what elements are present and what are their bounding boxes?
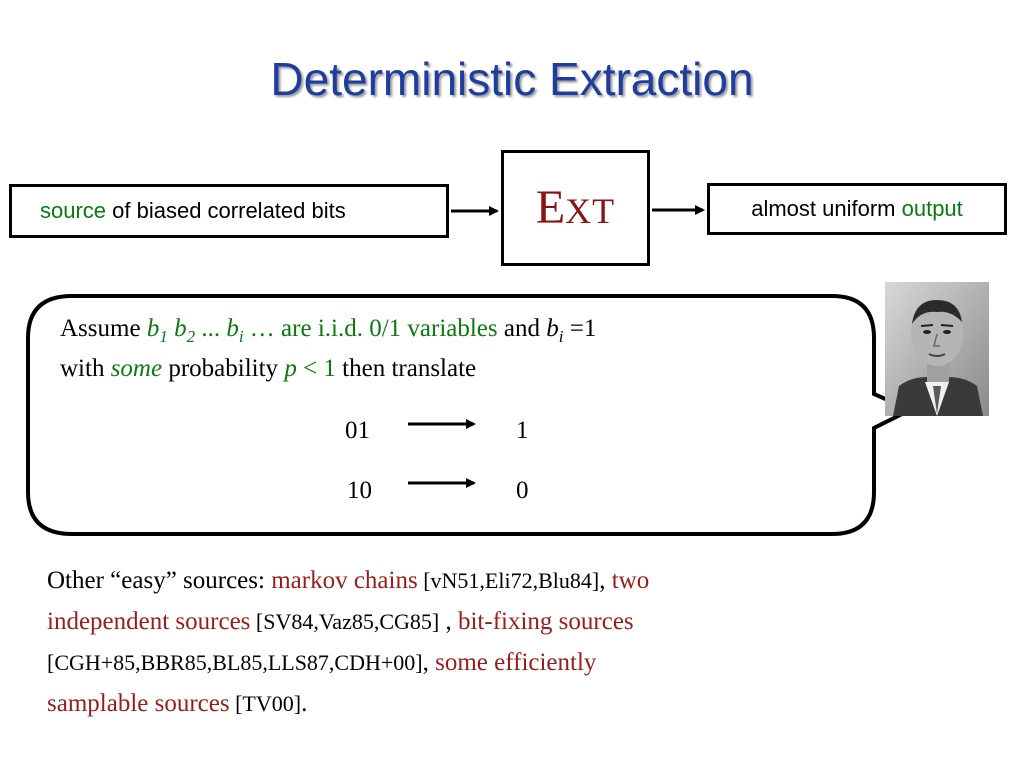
then-translate-text: then translate [335,355,477,382]
extractor-label-rest: XT [565,191,616,231]
callout-line-2: with some probability p < 1 then transla… [60,352,476,386]
source-rest-text: of biased correlated bits [106,198,346,223]
bottom-line-2: independent sources [SV84,Vaz85,CG85] , … [47,601,987,642]
samplable-sources-text: samplable sources [47,690,230,717]
mapping-to-0: 0 [516,477,529,504]
comma-1: , [599,567,612,594]
input-source-box: source of biased correlated bits [9,184,449,238]
output-word: output [901,196,963,221]
ref-samplable: [TV00] [229,691,302,716]
output-rest-text: almost uniform [751,196,902,221]
equals-one: =1 [563,315,597,342]
comma-3: , [422,649,436,676]
some-efficiently-text: some efficiently [435,649,597,676]
mapping-to-1: 1 [516,417,529,444]
bottom-line-3: [CGH+85,BBR85,BL85,LLS87,CDH+00], some e… [47,642,987,683]
var-b2: b2 [174,315,196,346]
comma-2: , [439,608,458,635]
var-bi: bi [226,315,244,346]
mapping-from-10: 10 [347,477,372,504]
some-word: some [110,355,163,382]
extractor-label-initial: E [535,181,566,234]
markov-chains-text: markov chains [271,567,418,594]
bottom-line-4: samplable sources [TV00]. [47,683,987,724]
dots-1: ... [195,315,227,342]
and-text: and [497,315,547,342]
var-bi-eq: bi [546,315,564,346]
independent-sources-text: independent sources [47,608,251,635]
bottom-line-1: Other “easy” sources: markov chains [vN5… [47,560,987,601]
source-word: source [40,198,107,223]
other-sources-paragraph: Other “easy” sources: markov chains [vN5… [47,560,987,724]
ref-independent: [SV84,Vaz85,CG85] [250,609,440,634]
dots-2: … [243,315,282,342]
callout-line-1: Assume b1 b2 ... bi … are i.i.d. 0/1 var… [60,312,596,354]
period: . [301,690,308,717]
mapping-from-01: 01 [345,417,370,444]
portrait-photo [885,282,989,416]
other-easy-sources-text: Other “easy” sources: [47,567,272,594]
ref-bit-fixing: [CGH+85,BBR85,BL85,LLS87,CDH+00] [47,650,423,675]
iid-text: are i.i.d. 0/1 variables [281,315,498,342]
callout-bubble [26,294,915,536]
var-b1: b1 [146,315,168,346]
output-box: almost uniform output [707,183,1007,235]
bit-fixing-sources-text: bit-fixing sources [457,608,634,635]
ref-markov: [vN51,Eli72,Blu84] [417,568,600,593]
assume-text: Assume [60,315,147,342]
less-than-one: < 1 [296,355,336,382]
two-text: two [611,567,650,594]
extractor-box: EXT [501,150,650,266]
page-title: Deterministic Extraction [270,53,754,105]
probability-text: probability [162,355,285,382]
var-p: p [284,355,297,382]
with-text: with [60,355,111,382]
